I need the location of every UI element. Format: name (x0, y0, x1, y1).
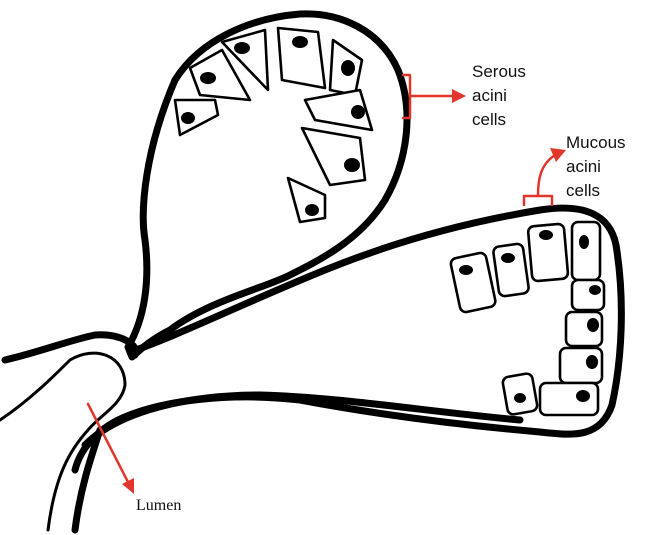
serous-arrow-head-icon (452, 89, 466, 103)
mucous-arrow-line (536, 153, 557, 198)
serous-nucleus (341, 60, 355, 76)
mucous-nucleus (539, 230, 553, 240)
mucous-cell (570, 220, 602, 282)
lumen-arrow-head-icon (122, 478, 134, 494)
serous-cell (276, 26, 327, 90)
serous-cell (300, 126, 367, 187)
serous-label-line1: Serous (472, 62, 526, 81)
mucous-cell (570, 278, 606, 312)
serous-cell (220, 28, 270, 92)
serous-nucleus (200, 72, 216, 84)
mucous-nucleus (587, 318, 599, 332)
serous-nucleus (351, 105, 365, 119)
mucous-nucleus (579, 235, 589, 249)
mucous-label-line2: acini (566, 157, 601, 176)
mucous-nucleus (514, 393, 526, 403)
serous-label-line3: cells (472, 110, 506, 129)
mucous-cell (538, 381, 600, 417)
mucous-annotation: Mucous acini cells (522, 133, 626, 207)
serous-cell (286, 176, 327, 224)
mucous-nucleus (501, 253, 515, 263)
mucous-cell (449, 251, 497, 314)
lumen-label: Lumen (136, 497, 181, 514)
mucous-nucleus (589, 285, 601, 295)
mucous-nucleus (586, 355, 598, 369)
serous-cell (303, 88, 374, 132)
serous-annotation: Serous acini cells (401, 62, 526, 129)
serous-nucleus (344, 158, 360, 172)
serous-cell (188, 48, 252, 102)
serous-label-line2: acini (472, 86, 507, 105)
lumen-annotation: Lumen (86, 402, 181, 514)
duct-inner-tube (0, 351, 127, 532)
serous-cells (173, 26, 374, 224)
mucous-label-line1: Mucous (566, 133, 626, 152)
mucous-cell (492, 242, 530, 298)
serous-nucleus (181, 112, 195, 124)
mucous-nucleus (576, 390, 590, 402)
serous-nucleus (234, 42, 250, 54)
duct-lower-wall (81, 391, 524, 449)
lumen-arrow-line (86, 402, 130, 484)
mucous-bracket (522, 194, 554, 207)
serous-nucleus (292, 36, 308, 48)
mucous-label-line3: cells (566, 181, 600, 200)
mucous-arrow-head-icon (550, 148, 566, 162)
mucous-cell (526, 222, 570, 283)
serous-acinus-lumen (133, 243, 347, 354)
serous-nucleus (305, 204, 319, 216)
duct-left-wall (1, 331, 140, 364)
serous-cell (173, 98, 220, 137)
duct-outer-bottom (71, 426, 104, 534)
mucous-cells (449, 220, 606, 417)
mucous-nucleus (459, 265, 473, 275)
